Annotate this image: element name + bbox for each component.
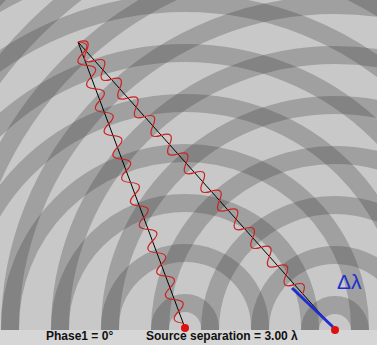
- status-bar: [0, 330, 377, 345]
- path-line: [78, 42, 185, 328]
- delta-lambda-label: Δλ: [337, 270, 362, 294]
- wave-trace: [73, 37, 308, 298]
- source-dot: [331, 326, 339, 334]
- path-line: [78, 42, 335, 330]
- phase-readout: Phase1 = 0°: [46, 330, 113, 344]
- separation-readout: Source separation = 3.00 λ: [146, 330, 298, 344]
- wavefronts: [0, 0, 377, 330]
- path-difference-line: [292, 288, 333, 327]
- wave-trace: [71, 40, 189, 326]
